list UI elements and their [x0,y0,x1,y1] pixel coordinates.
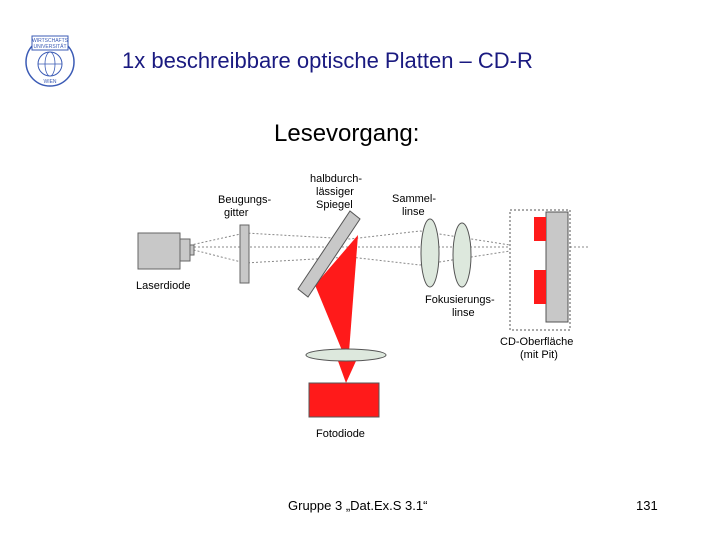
sammellinse [420,218,440,288]
fokusierungslinse [452,222,472,288]
focused-beam [338,361,356,383]
label-cd-1: CD-Oberfläche [500,336,573,348]
label-cd-2: (mit Pit) [520,349,558,361]
beugungsgitter [239,224,250,284]
slide-footer: Gruppe 3 „Dat.Ex.S 3.1“ [288,498,428,513]
slide-title: 1x beschreibbare optische Platten – CD-R [122,48,533,73]
reflected-beam [315,235,358,365]
slide-subtitle: Lesevorgang: [274,120,420,147]
logo-text-2: UNIVERSITÄT [33,43,66,50]
laserdiode [137,232,195,270]
university-logo: WIRTSCHAFTS UNIVERSITÄT WIEN [25,35,75,87]
logo-text-3: WIEN [43,79,56,85]
label-laserdiode: Laserdiode [136,280,190,292]
label-fokus-1: Fokusierungs- [425,294,495,306]
label-sammellinse-2: linse [402,206,425,218]
label-beugungsgitter-2: gitter [224,207,249,219]
label-fokus-2: linse [452,307,475,319]
page-number: 131 [636,498,658,513]
label-fotodiode: Fotodiode [316,428,365,440]
label-sammellinse-1: Sammel- [392,193,436,205]
label-beugungsgitter-1: Beugungs- [218,194,272,206]
fotodiode [308,382,380,418]
label-spiegel-2: lässiger [316,186,354,198]
optical-diagram: Laserdiode Beugungs- gitter halbdurch- l… [136,173,590,440]
half-mirror [297,210,361,298]
label-spiegel-3: Spiegel [316,199,353,211]
cd-surface [509,209,571,331]
label-spiegel-1: halbdurch- [310,173,362,185]
fotodiode-lens [305,348,387,362]
logo-text-1: WIRTSCHAFTS [32,38,69,44]
